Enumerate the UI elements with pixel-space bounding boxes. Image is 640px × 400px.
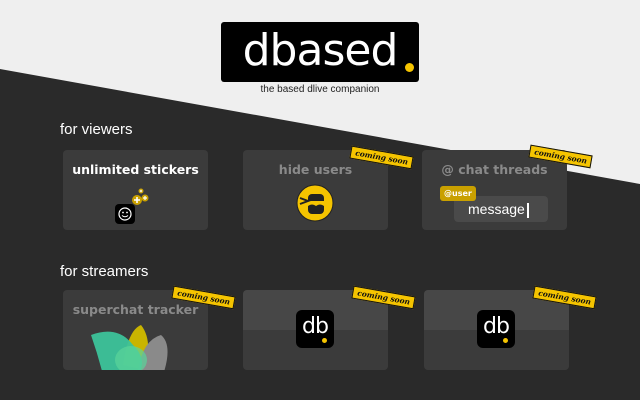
card-title: unlimited stickers — [72, 162, 199, 177]
card-title: hide users — [278, 162, 353, 177]
tagline: the based dlive companion — [260, 84, 380, 95]
text-caret — [526, 202, 529, 218]
card-title: superchat tracker — [72, 302, 199, 317]
section-streamers: for streamers — [60, 263, 149, 280]
dbased-logo-icon: db — [296, 310, 334, 348]
chat-message-text: message — [468, 201, 525, 217]
hide-user-icon — [296, 184, 334, 222]
dbased-logo-icon: db — [477, 310, 515, 348]
logo-text: dbased — [242, 25, 399, 76]
card-hide-users[interactable]: hide users — [243, 150, 388, 230]
smiley-sticker-icon — [115, 188, 149, 224]
card-streamer-feature[interactable]: db — [424, 290, 569, 370]
card-unlimited-stickers[interactable]: unlimited stickers — [63, 150, 208, 230]
card-streamer-feature[interactable]: db — [243, 290, 388, 370]
card-superchat-tracker[interactable]: superchat tracker — [63, 290, 208, 370]
mention-tag: @user — [440, 186, 476, 201]
card-title: @ chat threads — [441, 162, 548, 177]
logo: dbased — [221, 22, 419, 82]
superchat-chart-icon — [91, 325, 168, 370]
logo-dot — [405, 63, 414, 72]
section-viewers: for viewers — [60, 121, 133, 138]
